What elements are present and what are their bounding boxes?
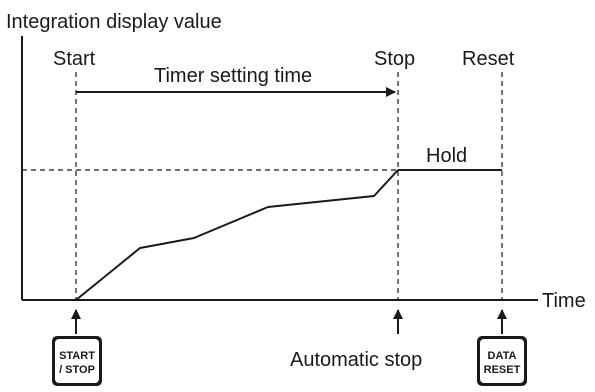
start-label: Start [53, 48, 96, 70]
timer-setting-time-label: Timer setting time [154, 65, 312, 87]
stop-label: Stop [374, 48, 415, 70]
reset-label: Reset [462, 48, 515, 70]
hold-label: Hold [426, 145, 467, 167]
x-axis-title: Time [542, 290, 586, 312]
start-stop-key-line2: / STOP [59, 364, 95, 376]
start-stop-key-line1: START [59, 350, 95, 362]
start-stop-key: START / STOP [52, 336, 102, 386]
y-axis-title: Integration display value [6, 11, 222, 33]
integration-value-curve [75, 169, 399, 301]
automatic-stop-label: Automatic stop [290, 349, 422, 371]
data-reset-key: DATA RESET [477, 336, 527, 386]
data-reset-key-line2: RESET [484, 364, 521, 376]
data-reset-key-line1: DATA [488, 350, 517, 362]
